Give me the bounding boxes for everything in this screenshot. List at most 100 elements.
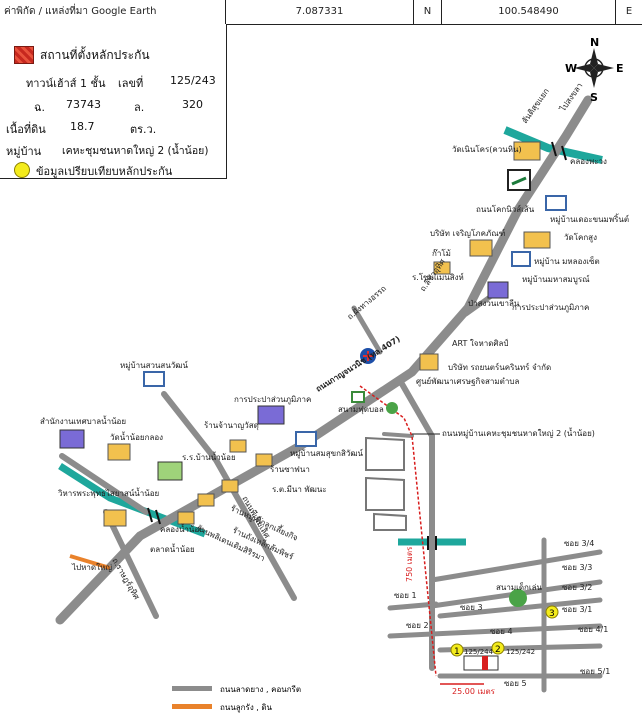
road-left-2 (59, 453, 149, 515)
area-label: เนื้อที่ดิน (6, 123, 46, 136)
soi-2-label: ซอย 2 (406, 621, 429, 630)
road-village-label: ถนนหมู่บ้านเคหะชุมชนหาดใหญ่ 2 (น้ำน้อย) (442, 427, 595, 439)
soi-3-label: ซอย 3 (460, 603, 483, 612)
soi-3-2-label: ซอย 3/2 (562, 583, 592, 592)
compare-label: ข้อมูลเปรียบเทียบหลักประกัน (36, 165, 173, 178)
village-grid (387, 537, 603, 693)
soi-3-road (437, 597, 603, 619)
canals (58, 126, 603, 546)
park-label: สนามเด็กเล่น (496, 582, 543, 592)
compass-needle-w (574, 64, 594, 72)
village-blocks (365, 436, 407, 531)
route-vertical (359, 385, 437, 677)
shop-b-label: ร้านซาฟนา (270, 465, 310, 474)
house-type: ทาวน์เฮ้าส์ 1 ชั้น (26, 77, 106, 90)
latitude-value: 7.087331 (226, 0, 414, 24)
temple-c-label: วิหารพระพุทธไสยาสน์น้ำน้อย (57, 487, 159, 498)
road-village-entry (382, 432, 414, 438)
logo-stripe-icon (511, 176, 527, 186)
art-label: ART ใจหาดศิลป์ (452, 338, 509, 348)
temple-kok-icon (523, 231, 551, 249)
village-d-label: หมู่บ้านสวนสนวัฒน์ (120, 360, 189, 371)
kwl-label: ก๊าโม้ (432, 248, 451, 258)
village-e-label: หมู่บ้านสมสุขกสิวัฒน์ (290, 448, 364, 459)
compare-marker-3-label: 3 (549, 609, 555, 619)
company-b-icon (419, 353, 439, 371)
park-tree-icon (386, 402, 398, 414)
compass-n: N (590, 36, 599, 49)
ptt-star-icon (363, 351, 373, 361)
area-value: 18.7 (70, 120, 95, 133)
soi-4-road (437, 643, 603, 653)
soi-2-road (387, 623, 603, 639)
soi-3-4-label: ซอย 3/4 (564, 539, 594, 548)
deed-value: 73743 (66, 98, 101, 111)
compare-marker-2 (491, 641, 505, 655)
route-lines (69, 385, 484, 685)
coordinate-bar: ค่าพิกัด / แหล่งที่มา Google Earth 7.087… (0, 0, 642, 25)
latitude-direction: N (414, 0, 442, 24)
compass-needle-s (590, 68, 598, 88)
block-3 (373, 512, 407, 531)
office-icon (59, 429, 85, 449)
road-left (161, 391, 297, 601)
school-label: ร.ร.บ้านน้ำน้อย (182, 451, 236, 462)
coordinate-source-label: ค่าพิกัด / แหล่งที่มา Google Earth (0, 0, 226, 24)
lake-label: ป่าสงวนเขาลีน (468, 299, 520, 308)
temple-top-icon (513, 141, 541, 161)
kwl-icon (433, 261, 451, 275)
collateral-site: 1 2 3 (450, 605, 559, 671)
village-e-house-icon (295, 431, 317, 447)
road-top-1-label: สันติสุขแยก (520, 87, 551, 126)
soi-4-label: ซอย 4 (490, 627, 513, 636)
field-label: สนามฟุตบอล (338, 405, 384, 414)
road-bottom (103, 509, 159, 619)
village-tree-icon (509, 589, 527, 607)
asphalt-label: ถนนลาดยาง , คอนกรีต (220, 685, 301, 694)
house-b-label: 125/242 (506, 648, 535, 656)
road-bottom-1-label: ไปหาดใหญ่ (71, 563, 112, 572)
compare-marker-1 (450, 643, 464, 657)
bridge-village (427, 536, 437, 550)
land-value: 320 (182, 98, 203, 111)
village-label: หมู่บ้าน (6, 145, 42, 158)
office-label: สำนักงานเทศบาลน้ำน้อย (40, 415, 126, 426)
village-a-label: หมู่บ้านเดอะขนมพริ้นต์ (550, 213, 629, 225)
village-a-house-icon (545, 195, 567, 211)
collateral-info-box: สถานที่ตั้งหลักประกัน ทาวน์เฮ้าส์ 1 ชั้น… (0, 24, 227, 179)
temple-top-label: วัดเนินโคร(ควนหิน) (452, 144, 522, 154)
village-d-house-icon (143, 371, 165, 387)
compass-needle-e (594, 64, 614, 72)
area-unit: ตร.ว. (130, 123, 157, 136)
asphalt-swatch (172, 686, 212, 691)
electric-icon (487, 281, 509, 299)
distance-v-label: 750 เมตร (405, 546, 414, 582)
compass-w: W (565, 62, 577, 75)
deed-label: ฉ. (34, 101, 45, 114)
land-label: ล. (134, 101, 145, 114)
field-icon (351, 391, 365, 403)
village-c-label: หมู่บ้านมหาสมบูรณ์ (522, 274, 590, 285)
temple-c-icon (103, 509, 127, 527)
number-label: เลขที่ (118, 77, 144, 90)
soi-4-1-label: ซอย 4/1 (578, 625, 608, 634)
shop-f-icon (177, 511, 195, 525)
site-label: สถานที่ตั้งหลักประกัน (40, 48, 150, 62)
compass-e: E (616, 62, 624, 75)
laterite-road (69, 554, 111, 570)
soi-5-1-label: ซอย 5/1 (580, 667, 610, 676)
shop-c-label: ร.ต.มีนา พัฒนะ (272, 485, 327, 494)
electric-label: การประปาส่วนภูมิภาค (512, 303, 589, 313)
compare-marker-2-label: 2 (495, 645, 501, 655)
shop-d-icon (221, 479, 239, 493)
temple-kok-label: วัดโคกสูง (564, 232, 597, 243)
school-icon (157, 461, 183, 481)
compare-marker-swatch (14, 162, 30, 178)
laterite-swatch (172, 704, 212, 709)
soi-3-4-road (429, 549, 603, 583)
soi-3-3-label: ซอย 3/3 (562, 563, 592, 572)
block-1 (365, 436, 405, 471)
shop-a-icon (229, 439, 247, 453)
number-value: 125/243 (170, 74, 216, 87)
